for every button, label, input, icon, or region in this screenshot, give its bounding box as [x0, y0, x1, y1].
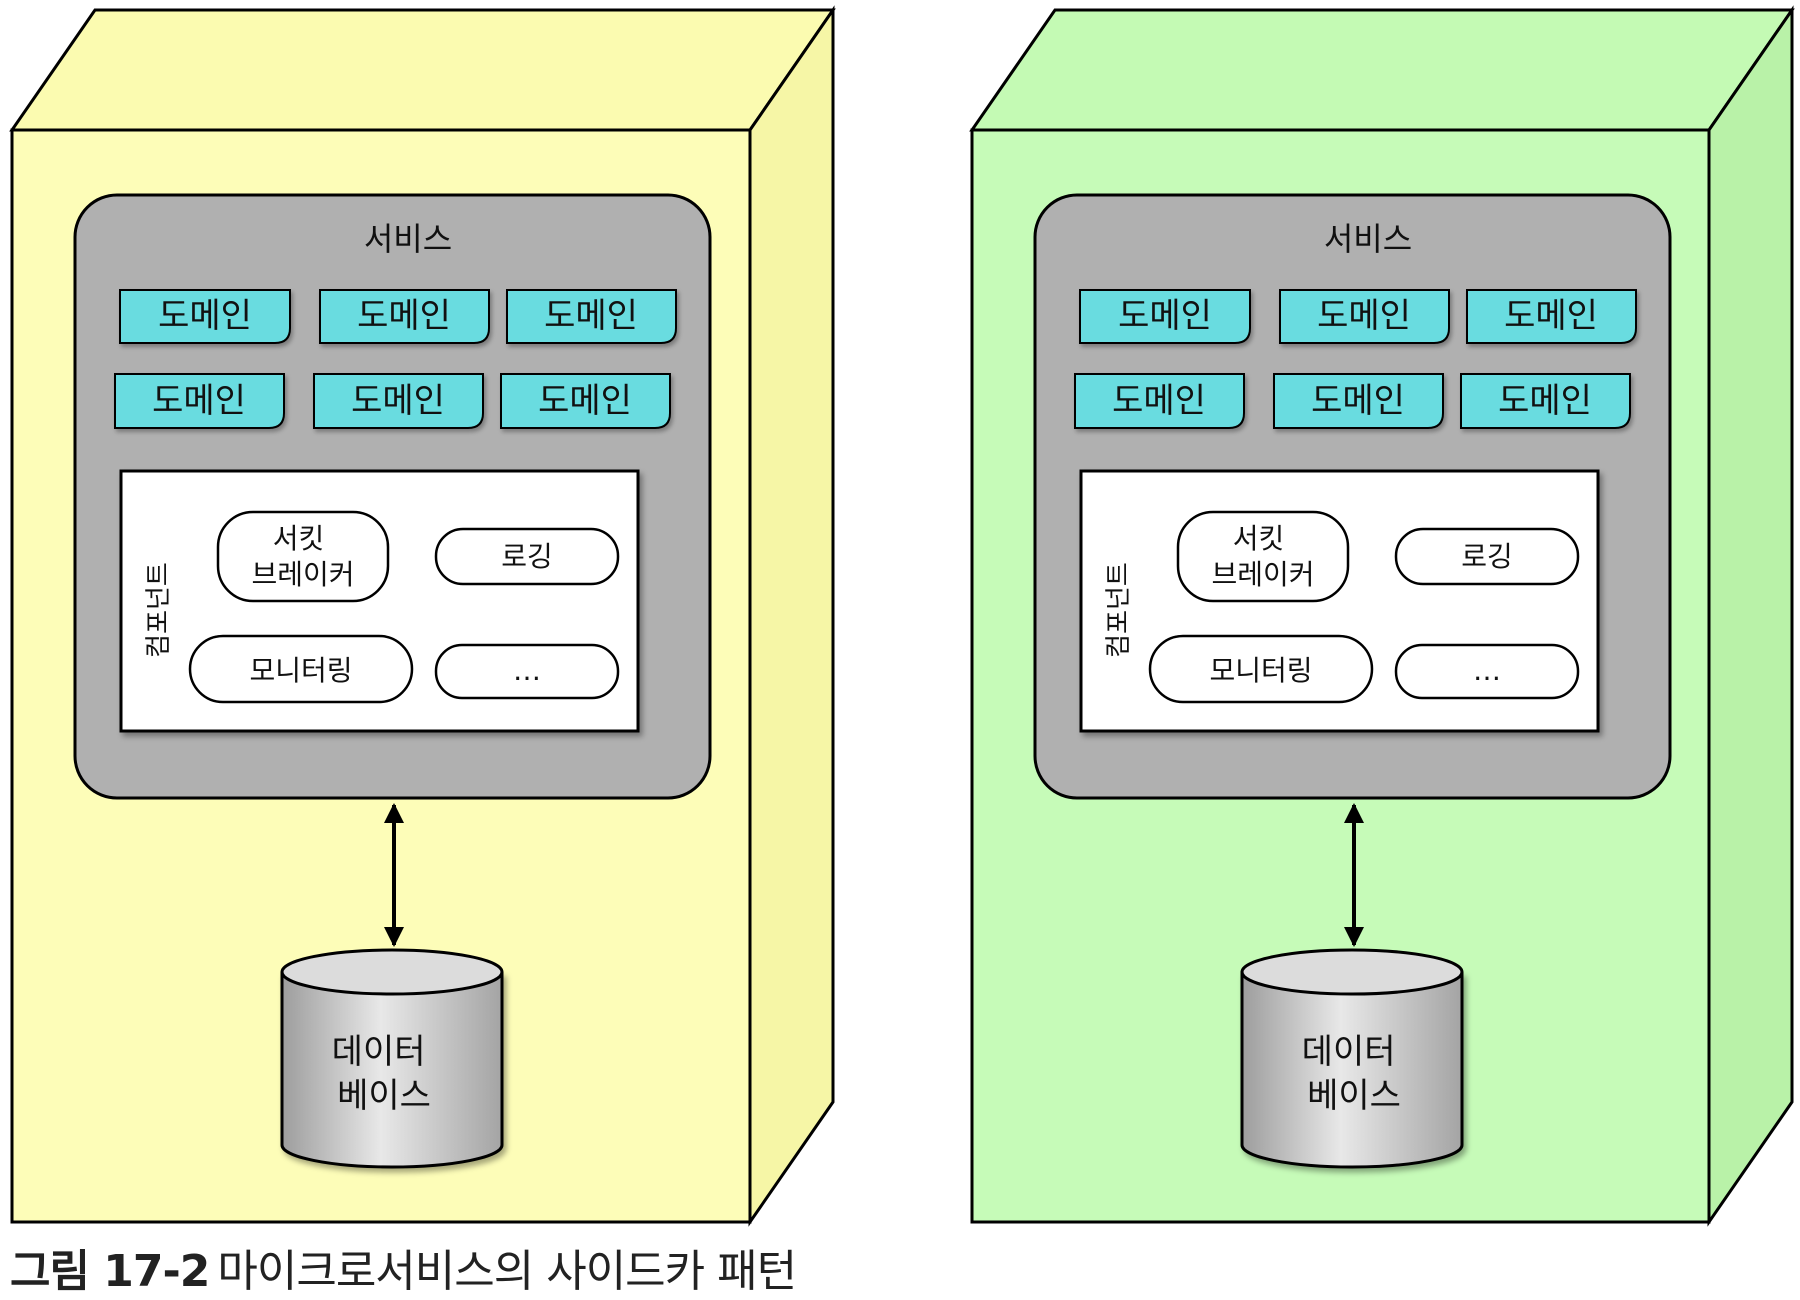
- component-pill: [1148, 634, 1374, 704]
- database-label-line: 베이스: [337, 1076, 431, 1116]
- sidecar-pattern-diagram: 서비스 도메인 도메인 도메인 도메인 도메인: [9, 5, 1795, 1227]
- domain-label: 도메인: [1112, 381, 1206, 421]
- domain-label: 도메인: [1498, 381, 1592, 421]
- domain-box: 도메인: [506, 289, 677, 344]
- component-pill-label: 로깅: [501, 540, 553, 573]
- component-panel: 컴포넌트 서킷 브레이커 로깅 모니터링 …: [1079, 469, 1600, 733]
- component-panel: 컴포넌트 서킷 브레이커 로깅 모니터링 …: [119, 469, 640, 733]
- component-pill: [1176, 510, 1350, 603]
- component-pill-label: 모니터링: [249, 654, 352, 687]
- domain-label: 도메인: [152, 381, 246, 421]
- component-pill-label: 서킷 브레이커: [1211, 522, 1314, 591]
- domain-label: 도메인: [1317, 296, 1411, 336]
- database-label-line: 베이스: [1307, 1076, 1401, 1116]
- component-pill-label: 로깅: [1461, 540, 1513, 573]
- database-top: [1240, 948, 1464, 996]
- service-label: 서비스: [1324, 220, 1412, 258]
- component-pill: [1394, 643, 1580, 700]
- container-right: 서비스 도메인 도메인 도메인 도메인 도메인: [969, 5, 1795, 1227]
- domain-box: 도메인: [1466, 289, 1637, 344]
- domain-box: 도메인: [119, 289, 291, 344]
- domain-box: 도메인: [1460, 373, 1631, 429]
- database-label: 데이터 베이스: [1302, 1032, 1407, 1116]
- database-label: 데이터 베이스: [332, 1032, 437, 1116]
- component-pill: [434, 643, 620, 700]
- domain-box: 도메인: [313, 373, 484, 429]
- container-side-face: [748, 5, 835, 1227]
- domain-box: 도메인: [114, 373, 285, 429]
- component-panel-vertical-label: 컴포넌트: [1104, 562, 1134, 658]
- domain-box: 도메인: [319, 289, 490, 344]
- domain-label: 도메인: [1504, 296, 1598, 336]
- component-panel-vertical-label: 컴포넌트: [144, 562, 174, 658]
- component-pill: [1394, 527, 1580, 586]
- service-box: 서비스 도메인 도메인 도메인 도메인 도메인: [1033, 193, 1672, 800]
- database-cylinder: 데이터 베이스: [1240, 948, 1464, 1169]
- figure-number: 그림 17-2: [10, 1246, 210, 1297]
- domain-label: 도메인: [357, 296, 451, 336]
- domain-label: 도메인: [544, 296, 638, 336]
- container-top-face: [9, 8, 836, 132]
- domain-box: 도메인: [1074, 373, 1245, 429]
- component-pill-label: 서킷 브레이커: [251, 522, 354, 591]
- container-left: 서비스 도메인 도메인 도메인 도메인 도메인: [9, 5, 836, 1227]
- domain-label: 도메인: [351, 381, 445, 421]
- domain-box: 도메인: [1273, 373, 1444, 429]
- component-pill: [434, 527, 620, 586]
- component-pill-label-line: 브레이커: [251, 558, 354, 591]
- domain-label: 도메인: [1118, 296, 1212, 336]
- database-label-line: 데이터: [332, 1032, 426, 1072]
- component-pill-label: 모니터링: [1209, 654, 1312, 687]
- container-top-face: [969, 8, 1795, 132]
- domain-box: 도메인: [1079, 289, 1251, 344]
- component-pill-label: …: [1473, 654, 1501, 687]
- domain-label: 도메인: [1311, 381, 1405, 421]
- database-label-line: 데이터: [1302, 1032, 1396, 1072]
- service-box: 서비스 도메인 도메인 도메인 도메인 도메인: [73, 193, 712, 800]
- component-pill-label: …: [513, 654, 541, 687]
- database-top: [280, 948, 504, 996]
- component-pill-label-line: 서킷: [1233, 522, 1285, 555]
- service-label: 서비스: [364, 220, 452, 258]
- component-pill: [188, 634, 414, 704]
- component-pill-label-line: 브레이커: [1211, 558, 1314, 591]
- figure-title: 마이크로서비스의 사이드카 패턴: [217, 1246, 797, 1297]
- domain-box: 도메인: [1279, 289, 1450, 344]
- domain-label: 도메인: [158, 296, 252, 336]
- database-cylinder: 데이터 베이스: [280, 948, 504, 1169]
- domain-box: 도메인: [500, 373, 671, 429]
- component-pill-label-line: 서킷: [273, 522, 325, 555]
- component-pill: [216, 510, 390, 603]
- domain-label: 도메인: [538, 381, 632, 421]
- container-side-face: [1707, 5, 1794, 1227]
